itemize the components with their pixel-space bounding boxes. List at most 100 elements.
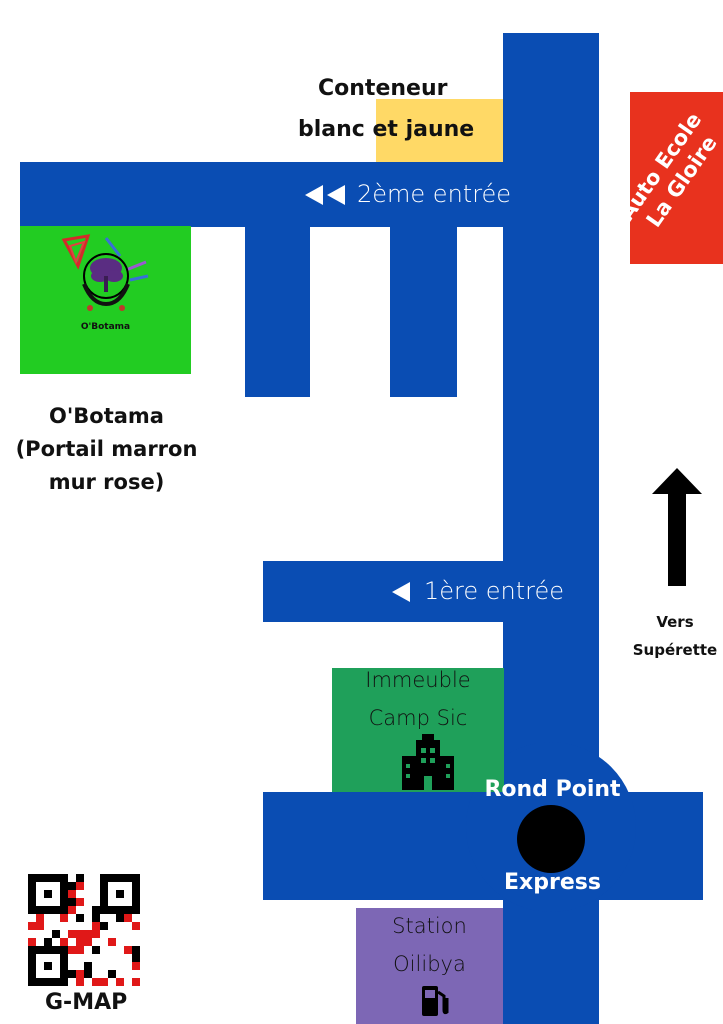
qr-module [36, 898, 44, 906]
qr-module [100, 978, 108, 986]
qr-module [60, 874, 68, 882]
qr-module [28, 914, 36, 922]
qr-module [36, 890, 44, 898]
qr-module [68, 914, 76, 922]
superette-label-line1: Vers [656, 613, 694, 631]
qr-module [116, 978, 124, 986]
qr-module [108, 970, 116, 978]
qr-module [68, 962, 76, 970]
qr-module [108, 954, 116, 962]
qr-module [84, 930, 92, 938]
qr-module [36, 946, 44, 954]
qr-module [92, 946, 100, 954]
qr-module [84, 890, 92, 898]
container-block [376, 99, 503, 162]
qr-module [132, 938, 140, 946]
qr-module [116, 930, 124, 938]
qr-module [68, 930, 76, 938]
qr-module [84, 898, 92, 906]
qr-module [116, 914, 124, 922]
building-icon [402, 734, 454, 790]
first-entry-label: 1ère entrée [392, 577, 564, 605]
qr-module [116, 970, 124, 978]
obotama-logo-text: O'Botama [80, 322, 131, 332]
qr-module [108, 922, 116, 930]
qr-module [84, 922, 92, 930]
qr-module [52, 874, 60, 882]
qr-module [68, 954, 76, 962]
qr-module [124, 946, 132, 954]
qr-module [100, 930, 108, 938]
qr-module [36, 938, 44, 946]
qr-module [76, 922, 84, 930]
qr-module [92, 890, 100, 898]
qr-module [28, 938, 36, 946]
qr-module [116, 938, 124, 946]
superette-label: Vers Supérette [610, 608, 723, 664]
qr-module [100, 970, 108, 978]
qr-module [116, 954, 124, 962]
qr-module [100, 906, 108, 914]
qr-module [116, 882, 124, 890]
immeuble-block: Immeuble Camp Sic [332, 668, 504, 792]
qr-module [84, 970, 92, 978]
qr-module [76, 890, 84, 898]
qr-module [52, 906, 60, 914]
qr-module [92, 906, 100, 914]
qr-module [124, 898, 132, 906]
qr-module [36, 906, 44, 914]
station-block: Station Oilibya [356, 908, 503, 1024]
qr-module [124, 938, 132, 946]
qr-module [60, 954, 68, 962]
qr-module [132, 906, 140, 914]
qr-module [36, 954, 44, 962]
qr-module [60, 970, 68, 978]
qr-module [108, 890, 116, 898]
qr-module [52, 978, 60, 986]
qr-module [116, 874, 124, 882]
qr-module [52, 970, 60, 978]
roundabout-center [517, 805, 585, 873]
qr-module [52, 946, 60, 954]
qr-module [124, 954, 132, 962]
obotama-label-line2: (Portail marron [15, 437, 198, 461]
second-entry-text: 2ème entrée [357, 180, 512, 208]
qr-module [44, 874, 52, 882]
qr-module [92, 938, 100, 946]
qr-module [68, 922, 76, 930]
qr-module [124, 906, 132, 914]
road-top-horizontal [20, 162, 560, 227]
qr-module [124, 890, 132, 898]
qr-module [84, 882, 92, 890]
arrow-up-icon [652, 468, 702, 586]
qr-module [36, 978, 44, 986]
qr-module [124, 970, 132, 978]
qr-module [68, 978, 76, 986]
qr-module [44, 978, 52, 986]
qr-module [84, 906, 92, 914]
qr-module [116, 962, 124, 970]
qr-module [124, 874, 132, 882]
express-label: Express [504, 870, 601, 895]
station-label-line2: Oilibya [393, 952, 466, 976]
qr-module [100, 938, 108, 946]
qr-module [108, 906, 116, 914]
qr-module [116, 890, 124, 898]
arrow-left-icon [305, 185, 323, 205]
qr-module [108, 874, 116, 882]
qr-module [76, 954, 84, 962]
fuel-pump-icon [422, 986, 449, 1016]
qr-module [52, 938, 60, 946]
qr-module [44, 890, 52, 898]
qr-module [116, 906, 124, 914]
qr-module [68, 898, 76, 906]
qr-module [68, 882, 76, 890]
qr-module [36, 922, 44, 930]
qr-module [132, 978, 140, 986]
qr-module [36, 962, 44, 970]
qr-module [60, 938, 68, 946]
qr-module [124, 978, 132, 986]
gmap-label: G-MAP [45, 990, 128, 1015]
qr-module [100, 914, 108, 922]
obotama-label: O'Botama (Portail marron mur rose) [0, 400, 213, 499]
